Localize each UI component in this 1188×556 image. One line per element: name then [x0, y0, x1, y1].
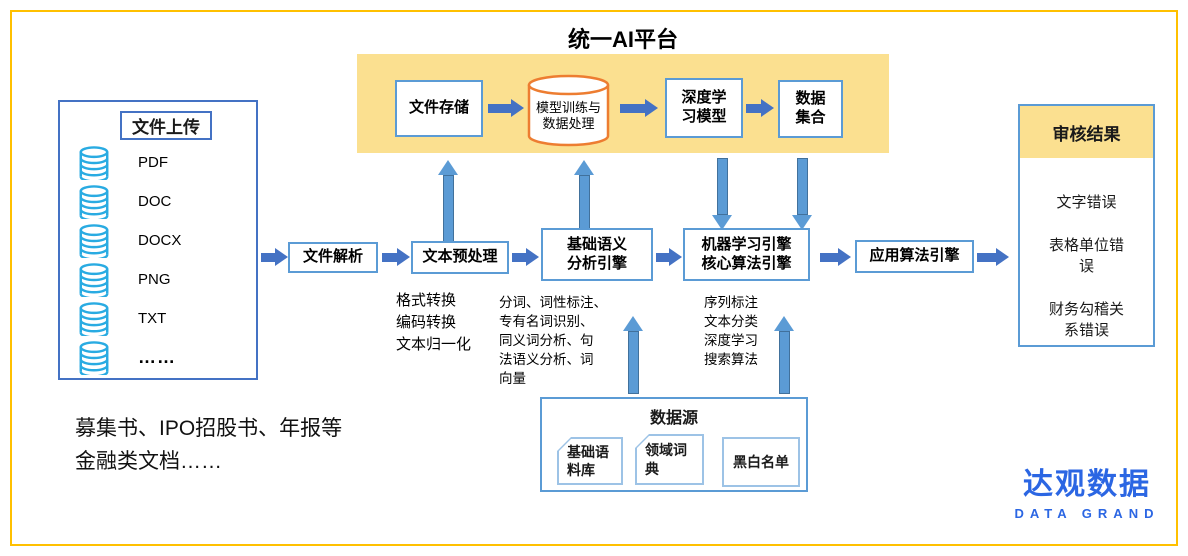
ml-note: 序列标注 文本分类 深度学习 搜索算法: [704, 295, 758, 367]
arrow-parse-to-preprocess: [382, 248, 410, 266]
list-item: PDF: [77, 143, 248, 182]
card-domain-dictionary-label: 领域词 典: [637, 436, 702, 483]
card-basic-corpus-label: 基础语 料库: [559, 439, 621, 483]
preprocess-note: 格式转换 编码转换 文本归一化: [396, 292, 472, 353]
database-icon: [79, 223, 109, 258]
file-type-label: PDF: [138, 154, 168, 171]
arrow-app-to-result: [977, 248, 1009, 266]
document-types-note: 募集书、IPO招股书、年报等 金融类文档……: [75, 417, 343, 473]
node-model-training-label: 模型训练与 数据处理: [535, 100, 601, 132]
database-icon: [79, 145, 109, 180]
list-item: 表格单位错 误: [1048, 237, 1124, 275]
file-type-label: ……: [138, 347, 176, 367]
arrow-preprocess-to-semantic: [512, 248, 539, 266]
arrow-datasource-to-ml: [773, 316, 795, 394]
data-source-title: 数据源: [649, 410, 698, 427]
arrow-preprocess-up: [437, 160, 459, 244]
file-upload-list: PDF DOC DOCX PNG TXT ……: [77, 143, 248, 377]
database-icon: [79, 340, 109, 375]
list-item: ……: [77, 338, 248, 377]
file-type-label: TXT: [138, 310, 167, 327]
arrow-upload-to-parse: [261, 248, 288, 266]
list-item: 财务勾稽关 系错误: [1048, 301, 1124, 339]
node-deep-learning-model: 深度学 习模型: [665, 78, 743, 138]
file-type-label: DOCX: [138, 232, 182, 249]
arrow-semantic-to-ml: [656, 248, 682, 266]
arrow-datasource-to-semantic: [622, 316, 644, 394]
arrow-ml-to-app: [820, 248, 851, 266]
arrow-platform-down-left: [711, 158, 733, 230]
database-icon: [79, 184, 109, 219]
semantic-note: 分词、词性标注、 专有名词识别、 同义词分析、句 法语义分析、词 向量: [499, 295, 607, 386]
file-upload-panel: 文件上传 PDF DOC DOCX PNG TXT: [58, 100, 258, 380]
node-file-storage: 文件存储: [395, 80, 483, 137]
file-type-label: DOC: [138, 193, 172, 210]
list-item: PNG: [77, 260, 248, 299]
card-basic-corpus: 基础语 料库: [557, 437, 623, 485]
list-item: TXT: [77, 299, 248, 338]
arrow-training-to-deep: [620, 99, 658, 117]
review-result-list: 文字错误 表格单位错 误 财务勾稽关 系错误: [1020, 158, 1153, 341]
arrow-platform-down-right: [791, 158, 813, 230]
database-icon: [79, 262, 109, 297]
node-data-collection: 数据 集合: [778, 80, 843, 138]
logo-cn-text: 达观数据: [1023, 468, 1151, 501]
node-model-training-cylinder: 模型训练与 数据处理: [527, 74, 610, 148]
data-source-panel: 数据源 基础语 料库 领域词 典 黑白名单: [540, 397, 808, 492]
list-item: DOC: [77, 182, 248, 221]
review-result-title: 审核结果: [1020, 106, 1153, 158]
arrow-storage-to-training: [488, 99, 524, 117]
card-blackwhite-list: 黑白名单: [722, 437, 800, 487]
node-app-algorithm-engine: 应用算法引擎: [855, 240, 974, 273]
review-result-panel: 审核结果 文字错误 表格单位错 误 财务勾稽关 系错误: [1018, 104, 1155, 347]
node-ml-engine: 机器学习引擎 核心算法引擎: [683, 228, 810, 281]
datagrand-logo: 达观数据 DATA GRAND: [1012, 459, 1162, 521]
node-semantic-engine: 基础语义 分析引擎: [541, 228, 653, 281]
file-upload-title: 文件上传: [120, 111, 212, 140]
list-item: 文字错误: [1056, 194, 1117, 211]
arrow-deep-to-dataset: [746, 99, 774, 117]
diagram-title: 统一AI平台: [567, 27, 678, 52]
list-item: DOCX: [77, 221, 248, 260]
card-domain-dictionary: 领域词 典: [635, 434, 704, 485]
node-file-parse: 文件解析: [288, 242, 378, 273]
logo-en-text: DATA GRAND: [1014, 506, 1160, 521]
file-type-label: PNG: [138, 271, 171, 288]
outer-border: [10, 10, 1178, 546]
node-text-preprocess: 文本预处理: [411, 241, 509, 274]
database-icon: [79, 301, 109, 336]
cylinder-shape-icon: [527, 74, 610, 147]
